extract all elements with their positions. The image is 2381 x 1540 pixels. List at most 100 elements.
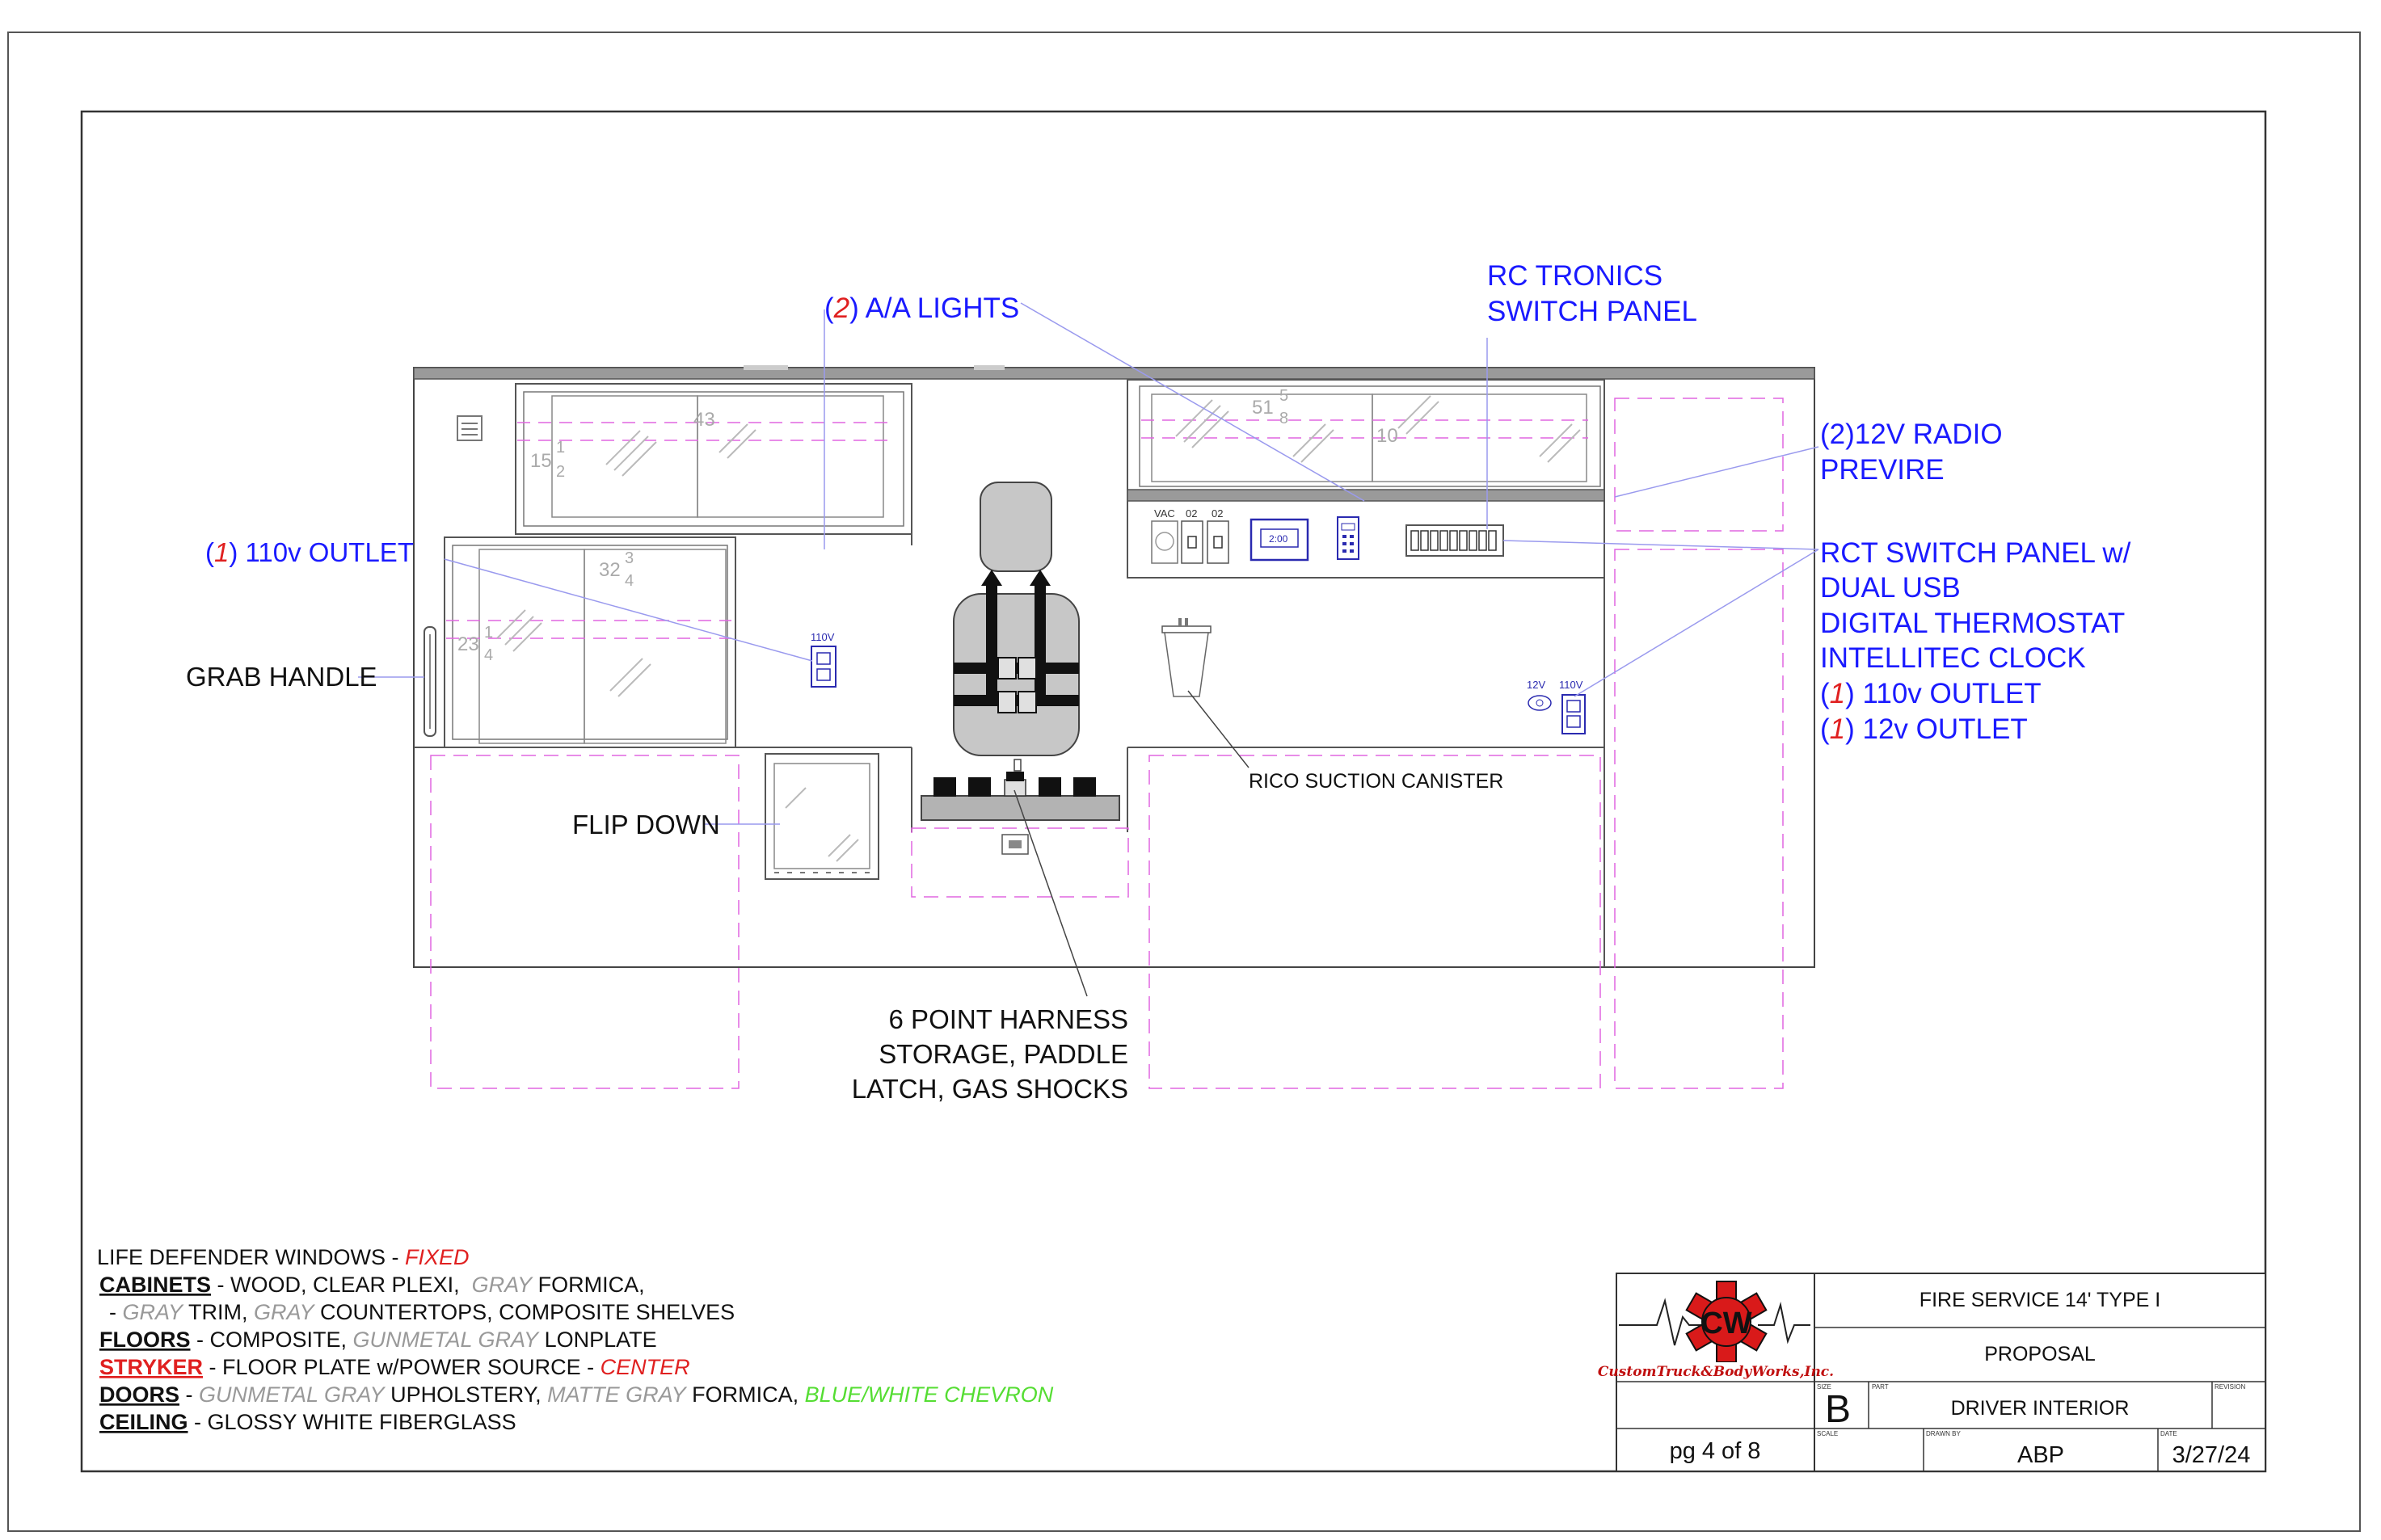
note-line-5: STRYKER - FLOOR PLATE w/POWER SOURCE - C…: [99, 1355, 690, 1379]
date-value: 3/27/24: [2172, 1442, 2251, 1468]
harness-line2: STORAGE, PADDLE: [879, 1039, 1128, 1069]
outlet-right-icon: [1561, 694, 1586, 734]
drawn-caption: DRAWN BY: [1926, 1430, 1961, 1437]
page-number: pg 4 of 8: [1670, 1438, 1761, 1464]
dim-15-den: 2: [556, 463, 565, 481]
dim-51-num: 5: [1279, 387, 1288, 405]
suction-canister-icon: [1161, 618, 1212, 697]
roof-rail: [413, 367, 1815, 380]
dim-43: 43: [693, 409, 715, 431]
rc-tronics-line2: SWITCH PANEL: [1487, 296, 1697, 327]
revision-caption: REVISION: [2215, 1383, 2245, 1391]
note-segment: COUNTERTOPS, COMPOSITE SHELVES: [314, 1300, 735, 1324]
rct-line5-count: 1: [1830, 678, 1845, 709]
note-segment: FORMICA,: [532, 1273, 645, 1297]
note-line-3: - GRAY TRIM, GRAY COUNTERTOPS, COMPOSITE…: [97, 1300, 735, 1324]
note-segment: UPHOLSTERY,: [385, 1382, 548, 1407]
rct-line5-text: ) 110v OUTLET: [1845, 678, 2041, 709]
note-line-4: FLOORS - COMPOSITE, GUNMETAL GRAY LONPLA…: [99, 1328, 657, 1352]
note-segment: - GLOSSY WHITE FIBERGLASS: [188, 1410, 516, 1434]
dim-32-whole: 32: [599, 559, 621, 581]
note-line-2: CABINETS - WOOD, CLEAR PLEXI, GRAY FORMI…: [99, 1273, 645, 1297]
note-segment: LONPLATE: [538, 1328, 657, 1352]
upper-right-cabinet: [1127, 379, 1605, 501]
flip-down-label: FLIP DOWN: [572, 810, 720, 839]
switch-2-label: 02: [1212, 507, 1223, 520]
note-line-1: LIFE DEFENDER WINDOWS - FIXED: [97, 1245, 470, 1269]
aa-lights-count: 2: [833, 292, 849, 324]
note-line-7: CEILING - GLOSSY WHITE FIBERGLASS: [99, 1410, 516, 1434]
aa-lights-callout: (2) A/A LIGHTS: [824, 292, 1019, 324]
outlet-12v-voltage: 12V: [1527, 679, 1545, 691]
outlet-left-voltage: 110V: [811, 631, 835, 643]
rct-line1: RCT SWITCH PANEL w/: [1820, 537, 2131, 569]
radio-line2: PREVIRE: [1820, 454, 1945, 486]
note-segment: - COMPOSITE,: [191, 1328, 353, 1352]
rct-line6-text: ) 12v OUTLET: [1845, 713, 2028, 745]
size-caption: SIZE: [1817, 1383, 1831, 1391]
thermostat-display: 2:00: [1269, 533, 1288, 545]
vent-icon: [457, 415, 483, 441]
outlet-right-voltage: 110V: [1559, 679, 1583, 691]
grab-handle-label: GRAB HANDLE: [186, 662, 377, 692]
aa-lights-text: ) A/A LIGHTS: [849, 292, 1019, 324]
inner-border: [80, 110, 2267, 1473]
note-key: DOORS: [99, 1382, 179, 1407]
rct-line4: INTELLITEC CLOCK: [1820, 642, 2086, 674]
note-key: CABINETS: [99, 1273, 211, 1297]
outer-border: [7, 32, 2361, 1532]
dim-51-den: 8: [1279, 410, 1288, 427]
dim-32-den: 4: [625, 572, 634, 590]
part-caption: PART: [1872, 1383, 1889, 1391]
outlet-12v-icon: [1528, 695, 1552, 711]
grab-handle: [424, 626, 436, 737]
clock-icon: [1337, 516, 1359, 560]
outlet-left-count: 1: [214, 537, 229, 567]
harness-line1: 6 POINT HARNESS: [889, 1004, 1128, 1034]
note-segment: LIFE DEFENDER WINDOWS -: [97, 1245, 405, 1269]
note-key: CEILING: [99, 1410, 188, 1434]
note-segment: GUNMETAL GRAY: [353, 1328, 541, 1352]
note-segment: TRIM,: [183, 1300, 254, 1324]
dim-23-whole: 23: [457, 633, 479, 655]
company-logo: CW CustomTruck&BodyWorks,Inc.: [1598, 1281, 1834, 1380]
dim-23-den: 4: [484, 646, 493, 664]
logo-company-name: CustomTruck&BodyWorks,Inc.: [1598, 1364, 1834, 1380]
switch-1-label: 02: [1186, 507, 1197, 520]
vac-label: VAC: [1154, 507, 1175, 520]
attendant-seat: [953, 482, 1080, 772]
note-segment: FIXED: [405, 1245, 470, 1269]
logo-letters: CW: [1700, 1306, 1751, 1340]
dim-15-num: 1: [556, 439, 565, 457]
title-block: CW CustomTruck&BodyWorks,Inc. FIRE SERVI…: [1598, 1273, 2266, 1472]
rc-tronics-line1: RC TRONICS: [1487, 260, 1662, 292]
dim-15-whole: 15: [530, 450, 552, 472]
note-segment: - WOOD, CLEAR PLEXI,: [211, 1273, 472, 1297]
note-segment: GUNMETAL GRAY: [199, 1382, 386, 1407]
rct-line6-count: 1: [1830, 713, 1845, 745]
outlet-left-callout: (1) 110v OUTLET: [205, 537, 414, 567]
panel-small-labels: VAC 02 02 2:00 110V 12V 110V: [811, 507, 1583, 691]
outlet-left-text: ) 110v OUTLET: [229, 537, 414, 567]
callouts: (2) A/A LIGHTS RC TRONICS SWITCH PANEL (…: [186, 260, 2131, 1104]
note-segment: CENTER: [601, 1355, 690, 1379]
title-row1: FIRE SERVICE 14' TYPE I: [1920, 1289, 2160, 1311]
note-segment: MATTE GRAY: [547, 1382, 687, 1407]
note-segment: GRAY: [123, 1300, 185, 1324]
size-value: B: [1825, 1388, 1851, 1431]
note-key: FLOORS: [99, 1328, 191, 1352]
flip-down-door: [765, 753, 879, 880]
vac-gauge-icon: [1151, 520, 1178, 564]
aa-lights-open: (: [824, 292, 834, 324]
material-notes: LIFE DEFENDER WINDOWS - FIXED CABINETS - …: [97, 1245, 1054, 1434]
dim-10: 10: [1376, 425, 1398, 447]
lower-left-cabinet: [444, 536, 736, 748]
rct-line5: (1) 110v OUTLET: [1820, 678, 2042, 709]
date-caption: DATE: [2160, 1430, 2177, 1437]
note-line-6: DOORS - GUNMETAL GRAY UPHOLSTERY, MATTE …: [99, 1382, 1054, 1407]
note-segment: - FLOOR PLATE w/POWER SOURCE -: [203, 1355, 601, 1379]
rct-line3: DIGITAL THERMOSTAT: [1820, 608, 2125, 639]
oxygen-switches: [1181, 520, 1229, 564]
part-value: DRIVER INTERIOR: [1951, 1397, 2130, 1420]
rct-line5-open: (: [1820, 678, 1830, 709]
